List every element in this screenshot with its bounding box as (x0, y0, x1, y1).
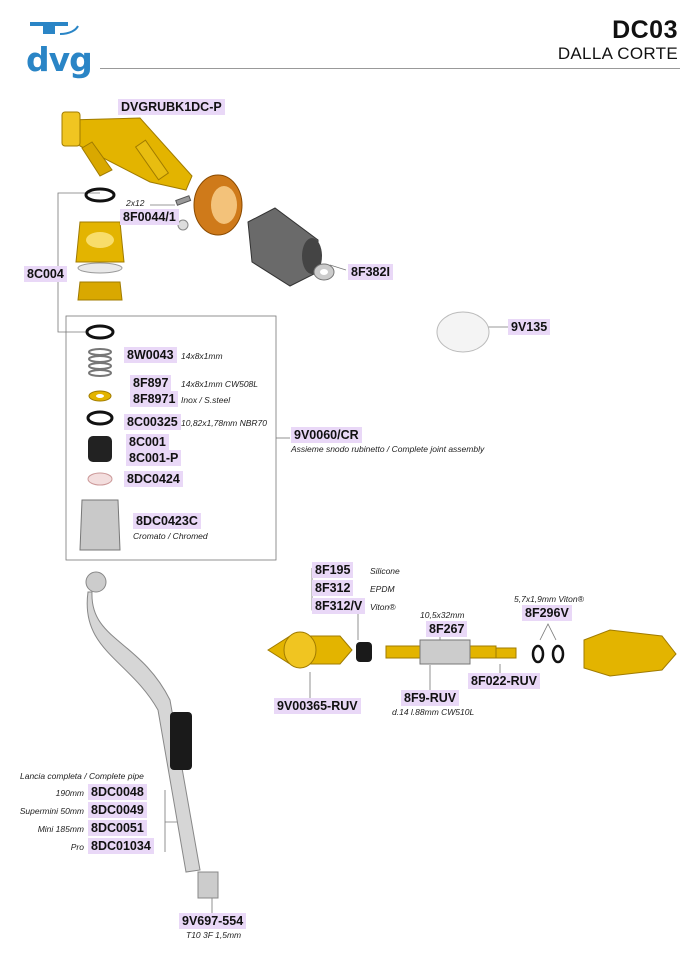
part-9v697-554: 9V697-554 (179, 913, 247, 929)
tap-connector-illustration (267, 631, 353, 669)
note-9v697-554: T10 3F 1,5mm (186, 930, 242, 940)
part-8dc0048: 8DC0048 (88, 784, 147, 800)
note-8dc0048: 190mm (55, 788, 84, 798)
valve-spring-illustration (385, 639, 517, 665)
note-8f312: EPDM (370, 584, 395, 594)
part-8f312: 8F312 (312, 580, 354, 596)
part-8w0043: 8W0043 (124, 347, 177, 363)
part-8f382i: 8F382I (348, 264, 393, 280)
part-8c00325: 8C00325 (124, 414, 181, 430)
note-8f312-v: Viton® (370, 602, 396, 612)
part-8f195: 8F195 (312, 562, 354, 578)
logo-text: dvg (26, 40, 93, 79)
rear-connector-illustration (583, 629, 677, 677)
note-8dc01034: Pro (70, 842, 84, 852)
screw-illustration (175, 195, 192, 231)
part-8dc0423c: 8DC0423C (133, 513, 201, 529)
page-subtitle: DALLA CORTE (557, 44, 678, 63)
part-9v135: 9V135 (508, 319, 551, 335)
part-8f8971: 8F8971 (130, 391, 179, 407)
pipe-title: Lancia completa / Complete pipe (20, 771, 144, 781)
part-dvgrubk1dc-p: DVGRUBK1DC-P (118, 99, 225, 115)
nut-assembly-illustration (75, 187, 125, 301)
note-screw: 2x12 (126, 198, 145, 208)
chrome-nut-illustration (79, 499, 121, 551)
part-8f9-ruv: 8F9-RUV (401, 690, 460, 706)
part-8f0044-1: 8F0044/1 (120, 209, 179, 225)
part-8c001-p: 8C001-P (126, 450, 182, 466)
rubber-seal-illustration (88, 436, 112, 462)
spring-illustration (88, 348, 112, 377)
part-8f897: 8F897 (130, 375, 172, 391)
note-8dc0051: Mini 185mm (37, 824, 84, 834)
gasket-illustration (356, 642, 372, 662)
note-8w0043: 14x8x1mm (181, 351, 223, 361)
note-8c00325: 10,82x1,78mm NBR70 (181, 418, 267, 428)
note-9v0060-cr: Assieme snodo rubinetto / Complete joint… (291, 444, 485, 454)
note-8f195: Silicone (370, 566, 400, 576)
part-8f022-ruv: 8F022-RUV (468, 673, 540, 689)
header-divider (100, 68, 680, 69)
part-8dc01034: 8DC01034 (88, 838, 154, 854)
note-8f9-ruv: d.14 l.88mm CW510L (392, 707, 475, 717)
part-8dc0049: 8DC0049 (88, 802, 147, 818)
part-8f267: 8F267 (426, 621, 468, 637)
note-8dc0049: Supermini 50mm (19, 806, 84, 816)
note-8f8971: Inox / S.steel (181, 395, 231, 405)
note-8f897: 14x8x1mm CW508L (181, 379, 259, 389)
grey-knob-illustration (247, 207, 322, 287)
part-8c004: 8C004 (24, 266, 67, 282)
part-8f312-v: 8F312/V (312, 598, 366, 614)
part-8f296v: 8F296V (522, 605, 572, 621)
part-9v0060-cr: 9V0060/CR (291, 427, 362, 443)
note-8dc0423c: Cromato / Chromed (133, 531, 208, 541)
part-8dc0424: 8DC0424 (124, 471, 183, 487)
steam-pipe-illustration (85, 571, 219, 899)
note-8f267: 10,5x32mm (420, 610, 465, 620)
cap-illustration (436, 311, 490, 353)
bronze-ring-illustration (193, 174, 243, 236)
tap-body-illustration (61, 111, 193, 191)
part-9v00365-ruv: 9V00365-RUV (274, 698, 361, 714)
part-8c001: 8C001 (126, 434, 169, 450)
note-8f296v: 5,7x1,9mm Viton® (514, 594, 584, 604)
page-title: DC03 (612, 16, 678, 44)
part-8dc0051: 8DC0051 (88, 820, 147, 836)
